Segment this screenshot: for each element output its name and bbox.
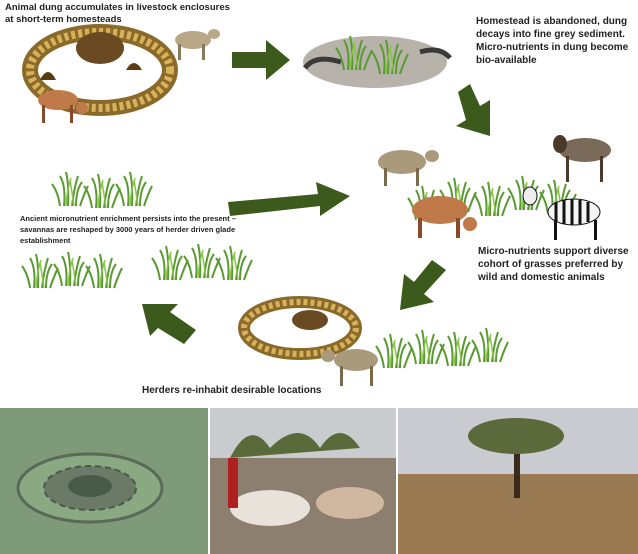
wildebeest <box>553 135 611 182</box>
cow-grey-mid <box>378 150 439 186</box>
arrow-to-grasses <box>456 84 490 136</box>
cow-grey-bottom <box>321 349 378 386</box>
cow-brown-mid <box>412 196 477 238</box>
label-homestead-abandoned: Homestead is abandoned, dung decays into… <box>476 16 629 66</box>
arrow-to-savanna <box>228 182 350 216</box>
cycle-illustration <box>21 24 611 386</box>
nutrient-cycle-diagram: Animal dung accumulates in livestock enc… <box>5 2 629 396</box>
arrow-to-reinhabit <box>400 260 446 310</box>
cow-brown-top <box>38 90 88 123</box>
homestead-enclosure-bottom <box>238 296 362 360</box>
cow-grey-top <box>175 29 220 60</box>
label-ancient-enrichment: Ancient micronutrient enrichment persist… <box>20 214 236 245</box>
grasses-bottom <box>375 327 509 369</box>
arrow-to-abandoned <box>232 40 290 80</box>
photo-herders-cattle <box>210 408 396 554</box>
photo-aerial-enclosure <box>0 408 208 554</box>
zebra <box>522 186 601 240</box>
abandoned-homestead-sediment <box>302 35 452 88</box>
arrow-to-ancient <box>142 304 196 344</box>
photo-savanna-tree <box>398 408 638 554</box>
dung-pile <box>76 32 124 64</box>
label-herders-reinhabit: Herders re-inhabit desirable locations <box>142 385 322 396</box>
homestead-enclosure-top <box>22 24 178 116</box>
label-micronutrients-support: Micro-nutrients support diverse cohort o… <box>478 246 629 283</box>
label-dung-accumulates: Animal dung accumulates in livestock enc… <box>5 2 230 25</box>
cycle-arrows <box>142 40 490 344</box>
